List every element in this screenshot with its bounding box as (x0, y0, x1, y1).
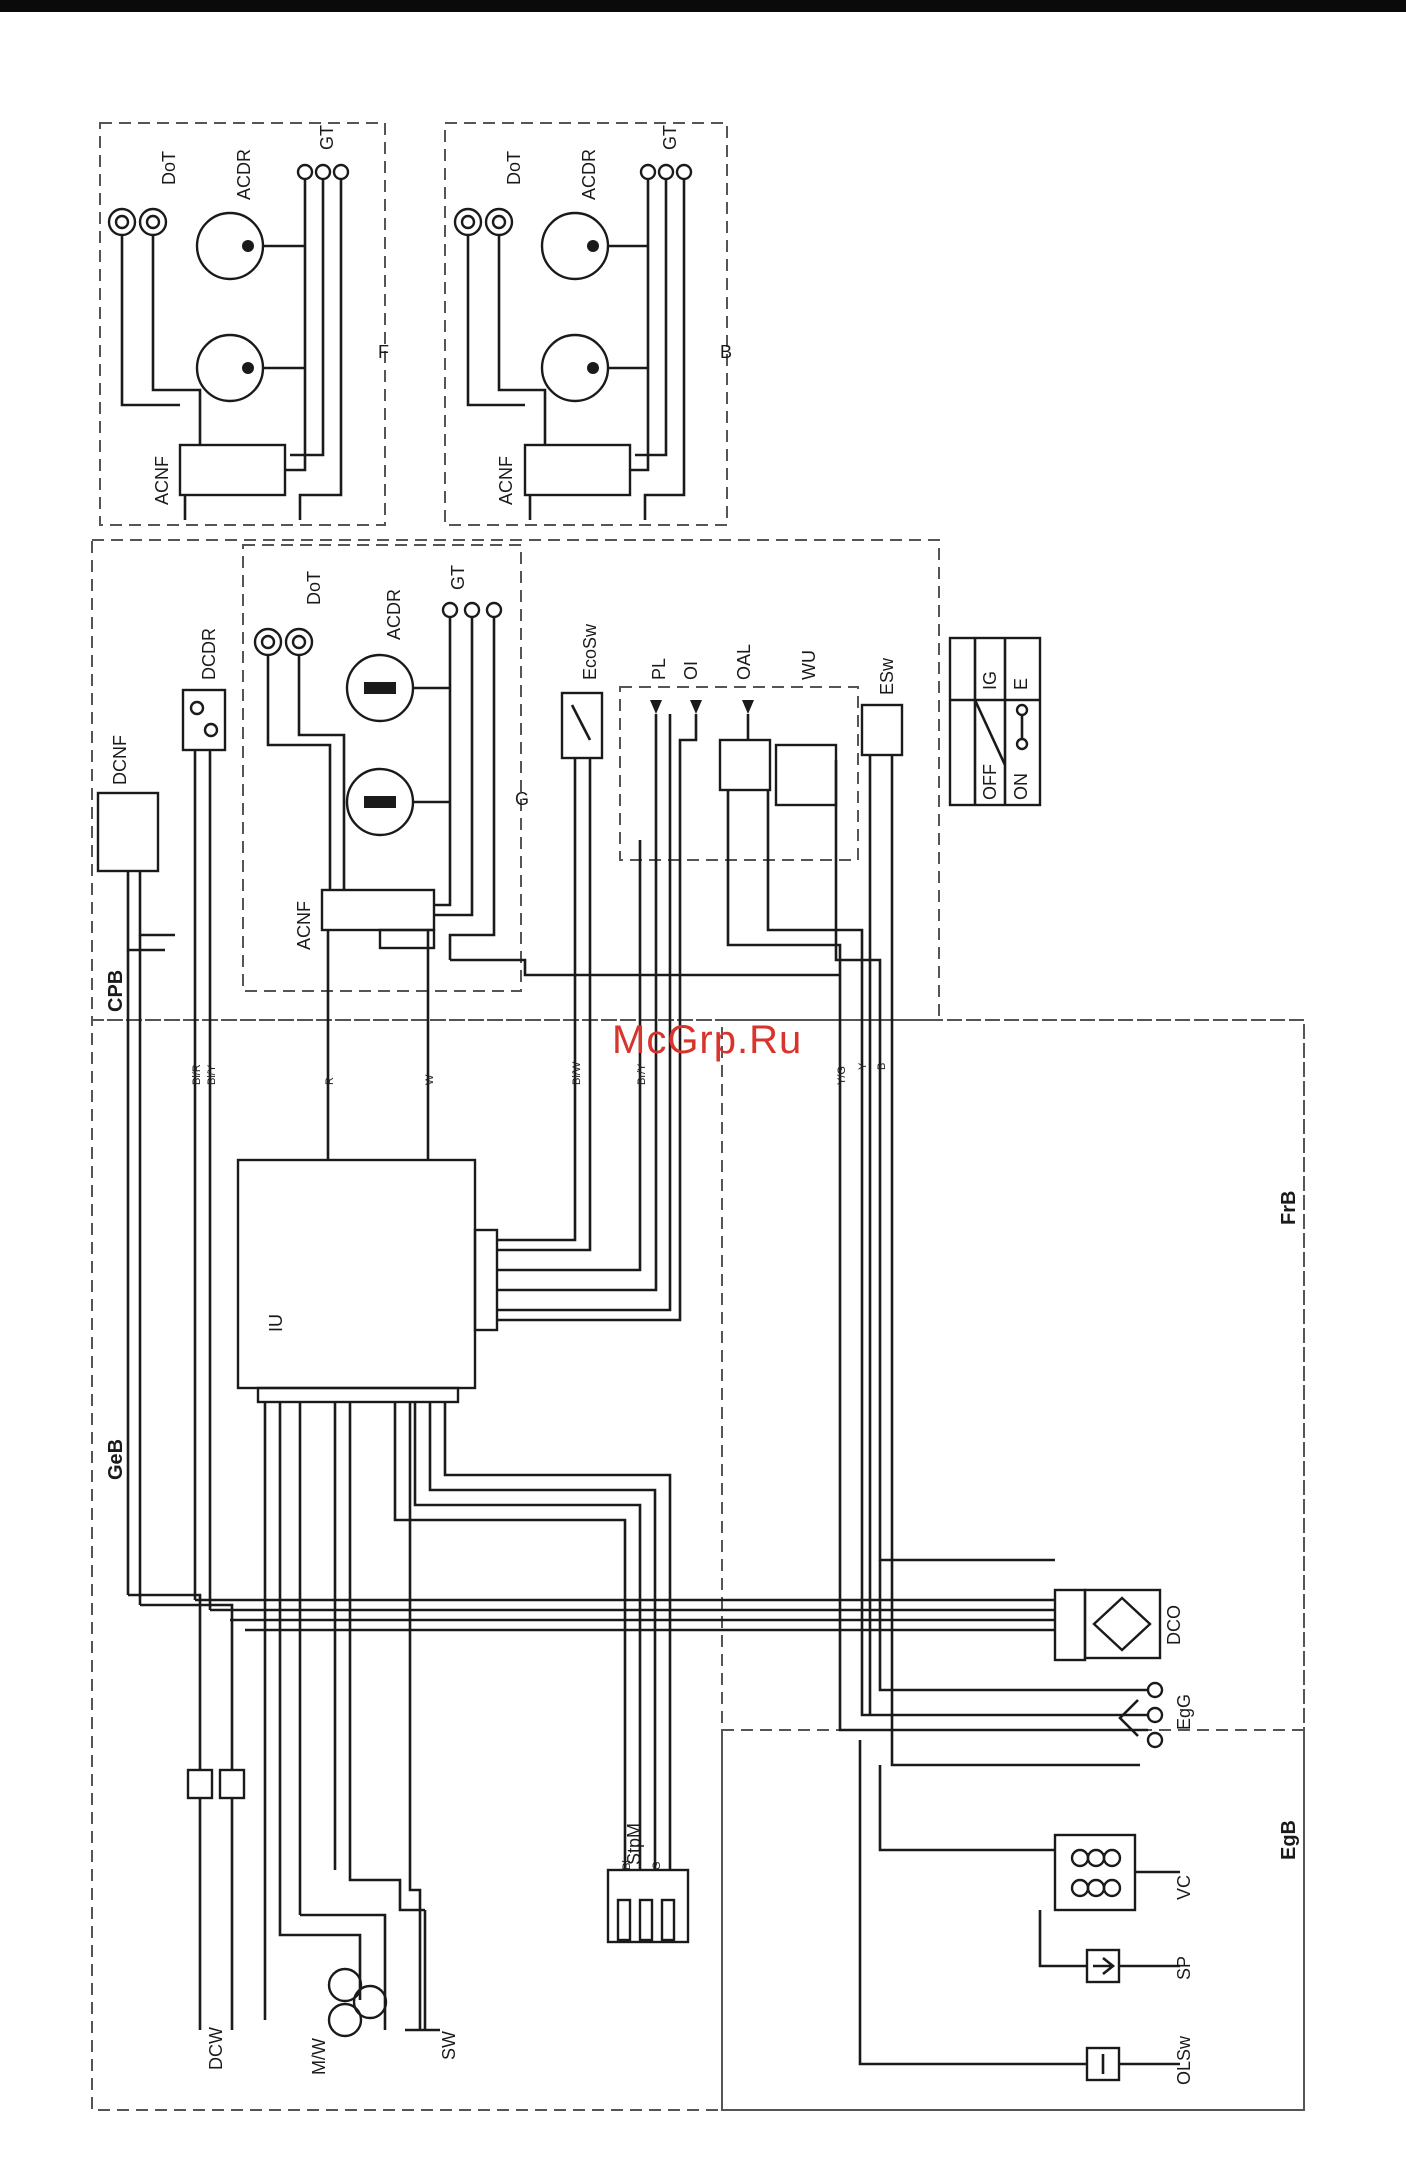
wire-code-y: Y (857, 1062, 869, 1070)
back-acdr-label: ACDR (579, 149, 599, 200)
ecosw-label: EcoSw (580, 623, 600, 680)
esw-label: ESw (877, 657, 897, 695)
front-dot-label: DoT (159, 151, 179, 185)
wire-code-w: W (424, 1074, 436, 1085)
wire-code-labels: Bl/R Bl/Y Bl/W Br/Y Y/G Y B R W Bl G (191, 1061, 888, 1870)
mw-label: M/W (309, 2038, 329, 2075)
block-back: DoT ACDR GT ACNF B (445, 123, 732, 525)
wire-code-br-y: Br/Y (636, 1063, 648, 1085)
wire-code-g: G (651, 1861, 663, 1870)
geb-block-label: GeB (105, 1439, 127, 1480)
dco-label: DCO (1164, 1605, 1184, 1645)
back-dot-label: DoT (504, 151, 524, 185)
front-gt-label: GT (317, 125, 337, 150)
switch-table-header-e: E (1011, 678, 1031, 690)
front-acdr-label: ACDR (234, 149, 254, 200)
wire-code-bl-y: Bl/Y (206, 1064, 218, 1085)
egg-label: EgG (1174, 1694, 1194, 1730)
switch-table-row-on: ON (1011, 773, 1031, 800)
front-block-label: F (378, 342, 389, 362)
stpm-label: StpM (624, 1823, 644, 1865)
frb-block-label: FrB (1278, 1191, 1300, 1225)
wire-code-bl-w: Bl/W (571, 1061, 583, 1085)
olsw-label: OLSw (1174, 2035, 1194, 2085)
block-control-panel: CPB G DoT ACDR GT ACNF DCNF DCDR (92, 540, 939, 1020)
back-acnf-label: ACNF (496, 456, 516, 505)
wire-code-r: R (324, 1077, 336, 1085)
oi-label: OI (681, 661, 701, 680)
oal-label: OAL (734, 644, 754, 680)
center-acdr-label: ACDR (384, 589, 404, 640)
switch-table-header-ig: IG (980, 671, 1000, 690)
wire-code-bl: Bl (621, 1860, 633, 1870)
switch-table: IG E OFF ON (950, 638, 1040, 805)
sw-label: SW (439, 2031, 459, 2060)
wire-code-b: B (876, 1063, 888, 1070)
center-gt-label: GT (448, 565, 468, 590)
back-block-label: B (720, 342, 732, 362)
dcdr-label: DCDR (199, 628, 219, 680)
wire-code-y-g: Y/G (836, 1066, 848, 1085)
back-gt-label: GT (660, 125, 680, 150)
wire-code-bk-r: Bl/R (191, 1064, 203, 1085)
egb-block-label: EgB (1278, 1820, 1300, 1860)
center-acnf-label: ACNF (294, 901, 314, 950)
dcw-label: DCW (206, 2027, 226, 2070)
cpb-block-label: CPB (105, 970, 127, 1012)
pl-label: PL (649, 658, 669, 680)
switch-table-row-off: OFF (980, 764, 1000, 800)
block-generator: GeB FrB EgB IU (92, 935, 1304, 2110)
watermark-text: McGrp.Ru (612, 1018, 802, 1063)
dcnf-label: DCNF (110, 735, 130, 785)
center-block-label: G (515, 789, 529, 809)
sp-label: SP (1174, 1956, 1194, 1980)
block-front: DoT ACDR GT ACNF F (100, 123, 389, 525)
iu-label: IU (266, 1314, 286, 1332)
vc-label: VC (1174, 1875, 1194, 1900)
center-dot-label: DoT (304, 571, 324, 605)
wu-label: WU (799, 650, 819, 680)
front-acnf-label: ACNF (152, 456, 172, 505)
